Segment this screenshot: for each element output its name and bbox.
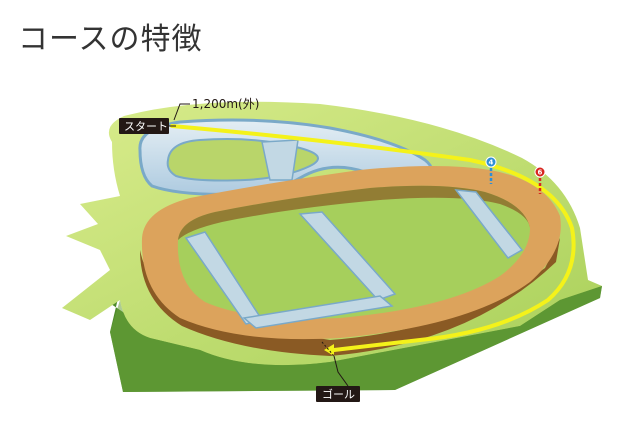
distance-label: 1,200m(外) [192,97,259,111]
goal-label: ゴール [322,387,355,401]
race-route [170,124,576,352]
page-title: コースの特徴 [18,22,203,57]
infield-lane-middle [298,211,397,301]
pole-4-number: 4 [489,159,494,167]
goal-marker: ゴール [316,355,360,402]
infield-lane-bottom [242,295,394,329]
goal-line [321,341,335,357]
pole-6: 6 [534,166,546,194]
infield-lane-right [454,189,524,259]
pole-4: 4 [485,156,497,184]
infield-rim [178,185,530,240]
start-label: スタート [124,120,168,133]
turf-edge-shade [110,286,602,392]
inner-track-branch [261,139,299,181]
race-route-arrow [324,344,334,356]
start-marker: スタート [119,118,176,134]
distance-marker: 1,200m(外) [173,97,259,121]
pole-6-number: 6 [538,169,543,177]
